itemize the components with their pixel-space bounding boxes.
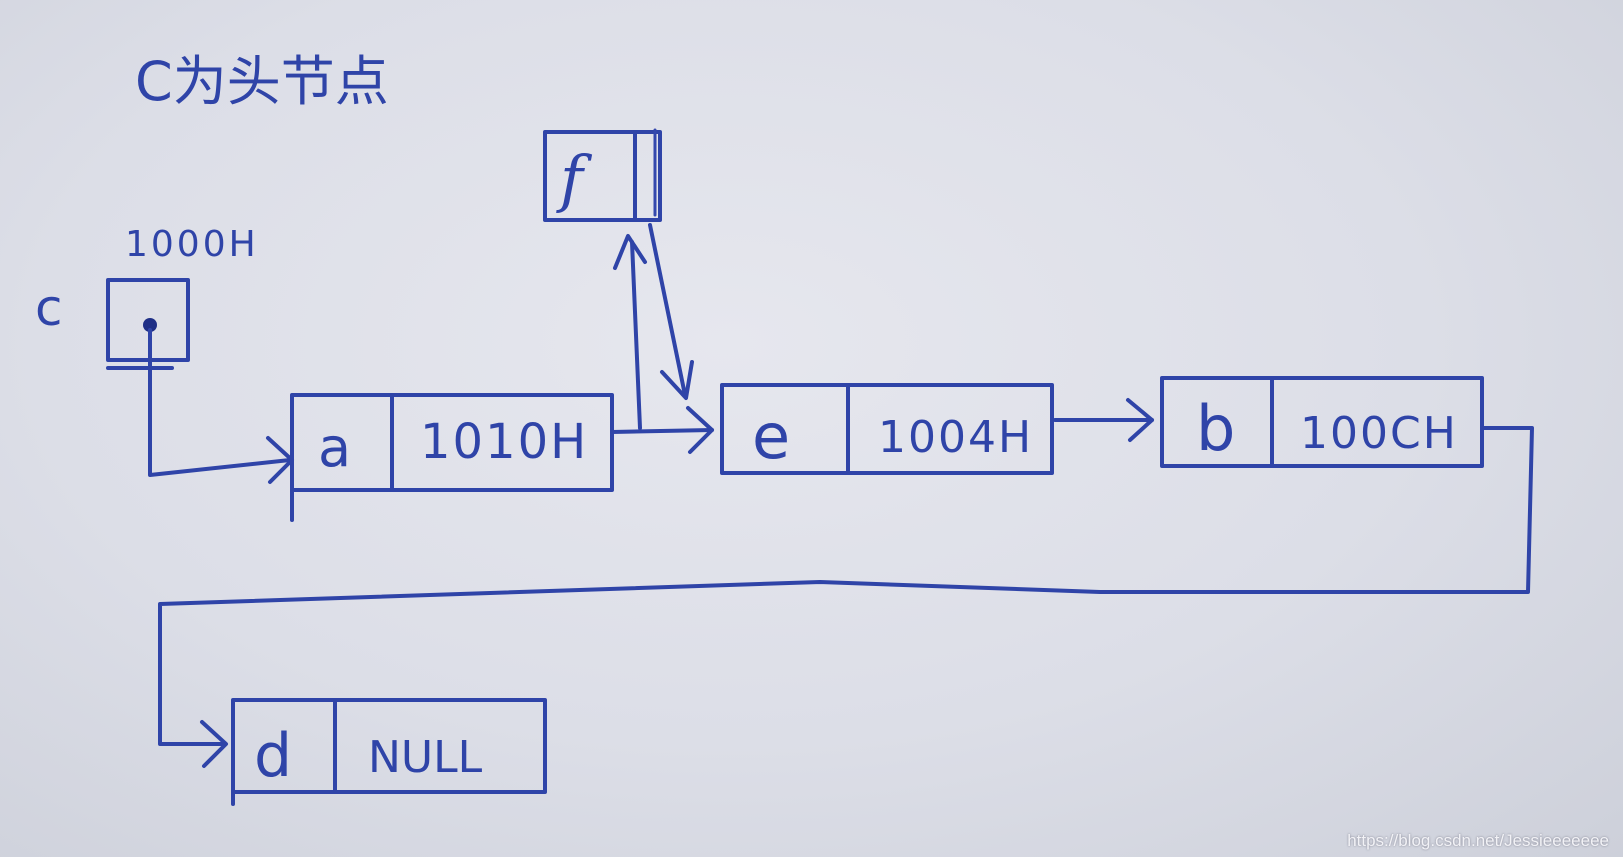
pointer-name-label: c [35, 279, 63, 337]
arrow-e-to-b [1053, 398, 1154, 442]
arrow-a-to-f [613, 234, 647, 430]
node-d-data: d [254, 721, 292, 791]
arrow-c-to-a [148, 328, 294, 484]
pointer-dot [143, 318, 157, 332]
watermark-url: https://blog.csdn.net/Jessieeeeeee [1347, 831, 1609, 850]
arrow-b-to-d [158, 426, 1534, 768]
title-text: C为头节点 [135, 50, 389, 113]
node-d: d NULL [231, 698, 547, 806]
node-f: f [543, 128, 662, 222]
node-b: b 100CH [1160, 376, 1484, 468]
node-d-next: NULL [368, 732, 483, 783]
arrow-a-to-e [610, 406, 714, 454]
node-f-data: f [556, 142, 593, 215]
node-e: e 1004H [720, 383, 1054, 475]
node-b-next: 100CH [1300, 408, 1458, 459]
node-e-data: e [752, 400, 790, 473]
node-a: a 1010H [290, 393, 614, 522]
node-b-data: b [1196, 392, 1235, 465]
arrow-f-to-e [648, 223, 694, 400]
node-a-data: a [318, 416, 351, 479]
node-a-next: 1010H [420, 414, 588, 470]
pointer-address-label: 1000H [125, 224, 259, 265]
node-e-next: 1004H [878, 412, 1033, 463]
